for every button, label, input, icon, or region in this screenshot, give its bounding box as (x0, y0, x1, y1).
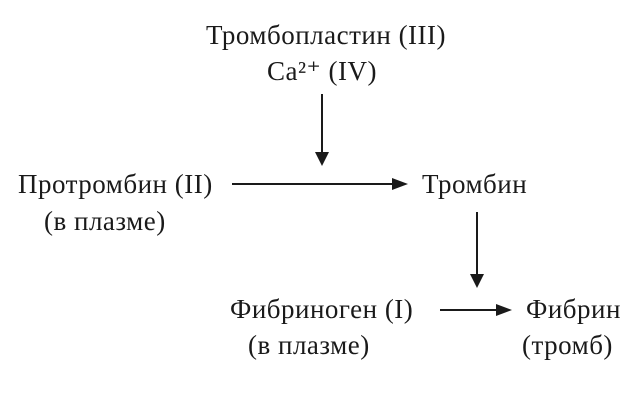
prothrombin-node: Протромбин (II) (в плазме) (18, 169, 213, 236)
prothrombin-to-thrombin-arrow (232, 178, 408, 190)
fibrinogen-arrow-head (496, 304, 512, 316)
prothrombin-arrow-head (392, 178, 408, 190)
thrombin-arrow (470, 212, 484, 288)
prothrombin-label-line2: (в плазме) (44, 206, 166, 236)
cofactor-arrow-head (315, 152, 329, 166)
thrombin-node: Тромбин (422, 169, 527, 199)
fibrinogen-node: Фибриноген (I) (в плазме) (230, 294, 413, 360)
fibrinogen-label-line1: Фибриноген (I) (230, 294, 413, 324)
fibrin-label-line2: (тромб) (522, 330, 613, 360)
fibrin-node: Фибрин (тромб) (522, 294, 621, 360)
fibrinogen-label-line2: (в плазме) (248, 330, 370, 360)
thrombin-arrow-head (470, 274, 484, 288)
cofactor-node: Тромбопластин (III) Ca²⁺ (IV) (206, 20, 446, 86)
cofactor-label-line1: Тромбопластин (III) (206, 20, 446, 50)
fibrinogen-to-fibrin-arrow (440, 304, 512, 316)
fibrin-label-line1: Фибрин (526, 294, 621, 324)
prothrombin-label-line1: Протромбин (II) (18, 169, 213, 199)
cofactor-label-line2: Ca²⁺ (IV) (267, 56, 377, 86)
cofactor-arrow (315, 94, 329, 166)
thrombin-label: Тромбин (422, 169, 527, 199)
